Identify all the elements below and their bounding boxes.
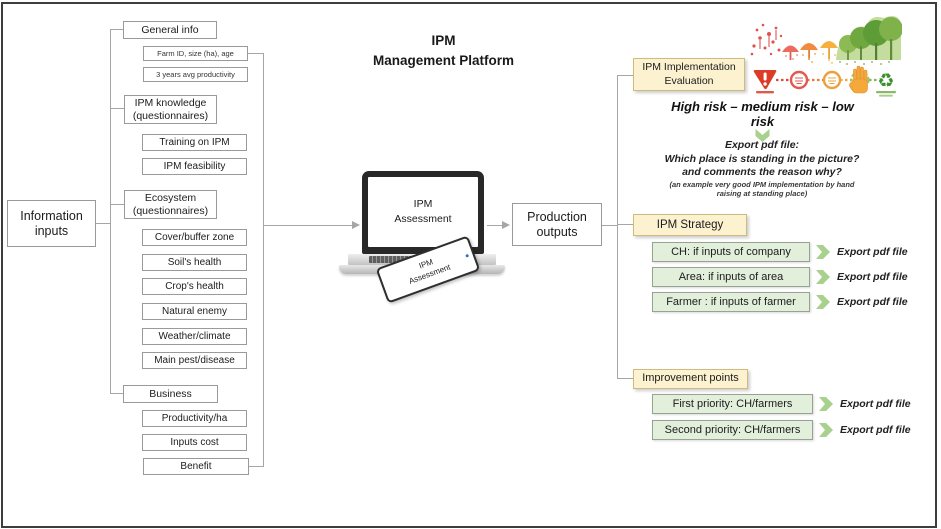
item-cover-buffer-zone: Cover/buffer zone — [142, 229, 247, 246]
export-note-example2: raising at standing place) — [716, 189, 808, 199]
connector-line — [602, 225, 617, 226]
connector-line — [617, 75, 618, 379]
arrow-right-icon — [352, 221, 360, 229]
group-business: Business — [123, 385, 218, 403]
export-pdf-label: Export pdf file — [837, 246, 908, 258]
risk-stage-high-icon — [789, 70, 809, 90]
improvement-header-box: Improvement points — [633, 369, 748, 389]
healthy-forest — [836, 16, 902, 65]
risk-scale-label: High risk – medium risk – low risk — [671, 99, 854, 130]
item-crops-health: Crop's health — [142, 278, 247, 295]
page-title: IPM Management Platform — [346, 31, 541, 72]
svg-text:♻: ♻ — [877, 70, 894, 92]
item-ipm-feasibility: IPM feasibility — [142, 158, 247, 175]
item-weather-climate: Weather/climate — [142, 328, 247, 345]
chevron-right-icon — [816, 245, 830, 259]
export-action: Export pdf file — [816, 244, 908, 260]
export-note-question1: Which place is standing in the picture? — [664, 152, 860, 165]
chevron-right-icon — [816, 270, 830, 284]
strategy-row-area: Area: if inputs of area — [652, 267, 810, 287]
connector-line — [487, 225, 503, 226]
improvement-row-second: Second priority: CH/farmers — [652, 420, 813, 440]
item-benefit: Benefit — [143, 458, 249, 475]
improvement-row-first: First priority: CH/farmers — [652, 394, 813, 414]
item-inputs-cost: Inputs cost — [142, 434, 247, 451]
screen-text-line2: Assessment — [394, 213, 452, 225]
degraded-trees-red — [750, 23, 783, 56]
arrow-right-icon — [502, 221, 510, 229]
chevron-right-icon — [816, 295, 830, 309]
connector-line — [96, 223, 110, 224]
connector-line — [110, 108, 124, 109]
item-avg-productivity: 3 years avg productivity — [143, 67, 248, 82]
export-note-title: Export pdf file: — [724, 139, 800, 151]
eval-header-box: IPM Implementation Evaluation — [633, 58, 745, 91]
item-training-on-ipm: Training on IPM — [142, 134, 247, 151]
export-pdf-label: Export pdf file — [840, 398, 911, 410]
connector-line — [249, 466, 263, 467]
connector-line — [110, 204, 124, 205]
export-pdf-label: Export pdf file — [837, 296, 908, 308]
laptop-screen: IPM Assessment — [368, 177, 478, 247]
chevron-right-icon — [819, 423, 833, 437]
risk-stage-medium-icon — [822, 70, 842, 90]
export-pdf-label: Export pdf file — [840, 424, 911, 436]
connector-line — [617, 378, 633, 379]
chevron-right-icon — [819, 397, 833, 411]
connector-line — [110, 29, 111, 394]
chevron-down-icon — [755, 129, 770, 142]
screen-text-line1: IPM — [413, 197, 433, 210]
connector-line — [617, 224, 633, 225]
declining-trees — [782, 41, 838, 64]
connector-line — [110, 393, 123, 394]
title-line2: Management Platform — [372, 53, 515, 69]
export-note-question2: and comments the reason why? — [682, 166, 842, 179]
export-action: Export pdf file — [816, 269, 908, 285]
raised-hand-icon — [849, 65, 870, 94]
connector-line — [617, 75, 633, 76]
connector-line — [110, 29, 123, 30]
connector-line — [248, 53, 263, 54]
item-natural-enemy: Natural enemy — [142, 303, 247, 320]
item-farm-id: Farm ID, size (ha), age — [143, 46, 248, 61]
export-pdf-label: Export pdf file — [837, 271, 908, 283]
warning-icon — [753, 70, 777, 94]
production-outputs-box: Production outputs — [512, 203, 602, 246]
group-general-info: General info — [123, 21, 217, 39]
item-soils-health: Soil's health — [142, 254, 247, 271]
strategy-row-farmer: Farmer : if inputs of farmer — [652, 292, 810, 312]
item-main-pest-disease: Main pest/disease — [142, 352, 247, 369]
strategy-row-company: CH: if inputs of company — [652, 242, 810, 262]
group-ecosystem: Ecosystem (questionnaires) — [124, 190, 217, 219]
export-note-example1: (an example very good IPM implementation… — [669, 179, 855, 189]
group-ipm-knowledge: IPM knowledge (questionnaires) — [124, 95, 217, 124]
eval-export-notes: Export pdf file: Which place is standing… — [642, 139, 882, 199]
laptop-illustration: IPM Assessment IPM Assessment — [339, 171, 505, 304]
phone-camera-dot — [465, 253, 469, 258]
title-line1: IPM — [431, 33, 456, 48]
export-action: Export pdf file — [819, 422, 911, 438]
connector-line — [263, 225, 352, 226]
connector-line — [263, 53, 264, 467]
strategy-header-box: IPM Strategy — [633, 214, 747, 236]
export-action: Export pdf file — [819, 396, 911, 412]
risk-spectrum-illustration: ♻ — [750, 16, 902, 97]
information-inputs-box: Information inputs — [7, 200, 96, 247]
recycle-icon: ♻ — [876, 70, 896, 97]
item-productivity-ha: Productivity/ha — [142, 410, 247, 427]
export-action: Export pdf file — [816, 294, 908, 310]
